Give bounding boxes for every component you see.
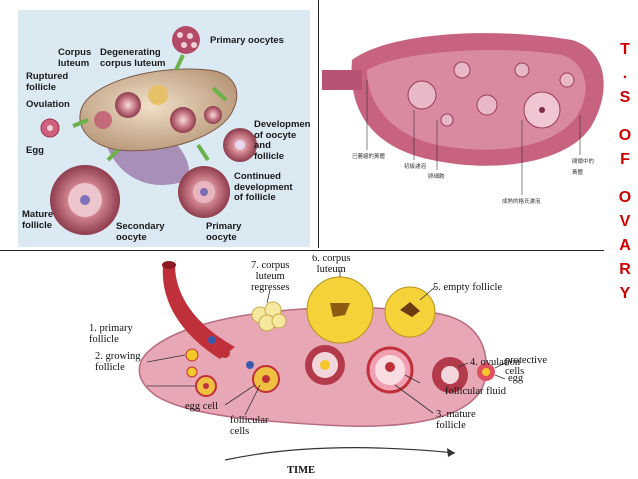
micrograph-drawing [322,33,604,195]
label-follicular-cells: follicular cells [230,415,269,437]
side-title-letter: . [622,65,628,82]
micro-label-5: 閉鎖中的 黃體 [572,159,595,176]
label-egg-cell: egg cell [185,401,218,412]
label-primary-oocyte: Primary oocyte [206,221,242,243]
side-title-letter: S [619,89,631,106]
label-development: Development of oocyte and follicle [254,119,310,162]
label-corpus-luteum: Corpus luteum [58,47,92,69]
label-protective-cells: protective cells [505,355,547,377]
label-ovulation: Ovulation [26,99,70,110]
side-title-letter: O [618,189,632,206]
label-egg: egg [508,373,524,384]
side-title-letter: O [618,127,632,144]
corpus-luteum-shape [115,92,141,118]
arrow-down-left [106,148,120,162]
label-primary-oocytes: Primary oocytes [210,35,284,46]
regressing-luteum [251,301,287,332]
label-degenerating-corpus-luteum: Degenerating corpus luteum [100,47,166,69]
label-follicular-fluid: follicular fluid [445,386,506,397]
follicle-development-drawing [138,261,506,461]
label-secondary-oocyte: Secondary oocyte [116,221,165,243]
ovary-body [79,68,238,152]
degenerating-luteum-shape [148,85,168,105]
ovarian-cycle-illustration: Primary oocytes Corpus luteum Degenerati… [18,10,310,247]
micro-label-2: 初級濾泡 [404,164,427,170]
label-time: TIME [287,465,316,476]
side-title: T . S O F O V A R Y [614,38,636,306]
arrow-right [211,86,228,102]
label-primary-follicle: 1. primary follicle [89,323,133,345]
side-title-letter: R [619,261,631,278]
side-title-letter: A [619,237,631,254]
primary-oocytes-cluster [172,26,200,54]
label-corpus-luteum: 6. corpus luteum [312,255,351,275]
time-arrow [224,447,456,461]
horizontal-divider [0,250,604,251]
follicle-1 [407,80,437,110]
ovary-micrograph: 已萎縮的黃體 初級濾泡 卵細胞 成熟的格氏濾泡 閉鎖中的 黃體 [322,0,606,248]
label-continued-development: Continued development of follicle [234,171,293,203]
micro-label-1: 已萎縮的黃體 [352,154,386,160]
follicle-development-diagram: 7. corpus luteum regresses 6. corpus lut… [75,255,553,479]
side-title-letter: Y [619,285,631,302]
vertical-divider [318,0,319,248]
arrow-up [174,54,185,71]
micro-label-4: 成熟的格氏濾泡 [502,199,541,205]
micro-label-3: 卵細胞 [428,174,445,180]
ruptured-follicle-shape [94,111,112,129]
side-title-letter: F [620,151,630,168]
ovary-cycle-drawing [40,26,257,235]
label-mature-follicle: 3. mature follicle [436,409,476,431]
follicle-shape-small [204,106,222,124]
arrow-left [72,118,89,128]
label-empty-follicle: 5. empty follicle [433,282,503,293]
follicle-shape [170,107,196,133]
label-egg: Egg [26,145,44,156]
label-ovulation: 4. ovulation [470,357,521,368]
label-ruptured-follicle: Ruptured follicle [26,71,69,93]
side-title-letter: T [620,41,630,58]
label-growing-follicle: 2. growing follicle [95,351,141,373]
label-corpus-luteum-regresses: 7. corpus luteum regresses [251,260,290,293]
hilum [322,70,362,90]
primary-follicle-1 [185,348,199,362]
arrow-down-right [196,143,210,162]
label-mature-follicle: Mature follicle [22,209,54,231]
side-title-letter: V [619,213,631,230]
